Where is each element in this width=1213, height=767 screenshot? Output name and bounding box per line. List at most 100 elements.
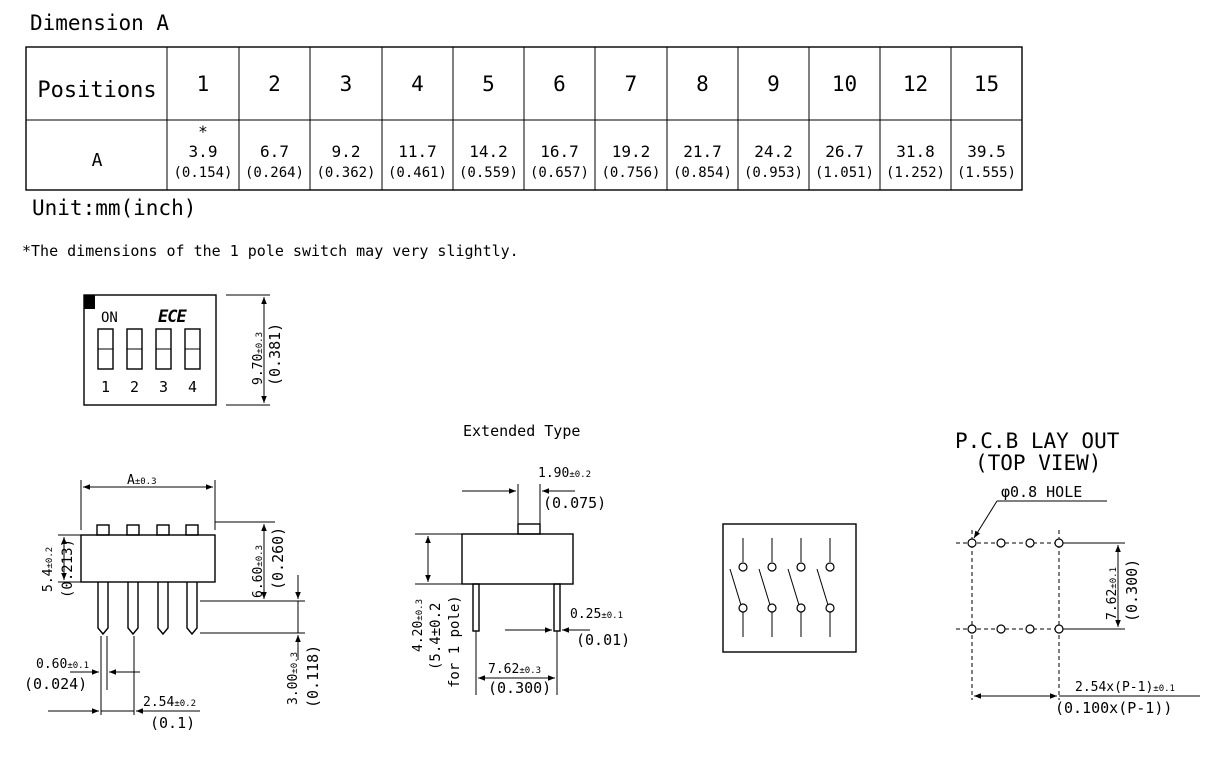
svg-text:6.60±0.3: 6.60±0.3: [251, 545, 266, 598]
position-header: 12: [903, 72, 928, 96]
dimension-mm: 31.8: [896, 142, 935, 161]
position-header: 15: [974, 72, 999, 96]
pcb-hole: [1025, 624, 1035, 634]
ext-row-inch: (0.300): [488, 679, 551, 697]
dimension-mm: 24.2: [754, 142, 793, 161]
pcb-subtitle: (TOP VIEW): [975, 451, 1101, 475]
side-pin-w-inch: (0.024): [24, 675, 87, 693]
ext-pin-t-inch: (0.01): [576, 631, 630, 649]
pcb-row-inch: (0.300): [1123, 559, 1141, 622]
pcb-hole: [996, 538, 1006, 548]
side-total-h-mm: 6.60: [251, 567, 266, 598]
dimension-inch: (0.854): [673, 165, 732, 181]
ext-pin-t-mm: 0.25: [570, 607, 601, 622]
pcb-title: P.C.B LAY OUT: [955, 429, 1120, 453]
pcb-hole: [1054, 538, 1064, 548]
pcb-hole-label: φ0.8 HOLE: [1001, 483, 1082, 501]
ext-height-mm: 4.20: [411, 621, 426, 652]
side-total-h-inch: (0.260): [269, 527, 287, 590]
dimension-inch: (1.555): [957, 165, 1016, 181]
side-pin-len-mm: 3.00: [286, 674, 301, 705]
svg-text:2.54x(P-1)±0.1: 2.54x(P-1)±0.1: [1075, 680, 1175, 695]
side-body-h-mm: 5.4: [41, 568, 56, 592]
side-pitch-inch: (0.1): [150, 714, 195, 732]
ext-row-mm: 7.62: [488, 662, 519, 677]
svg-text:7.62±0.1: 7.62±0.1: [1105, 567, 1120, 620]
position-header: 6: [553, 72, 566, 96]
ext-act-w-mm: 1.90: [538, 466, 569, 481]
pcb-pitch-inch: (0.100x(P-1)): [1055, 699, 1172, 717]
side-total-h-tol: ±0.3: [255, 545, 265, 567]
dimension-inch: (0.756): [601, 165, 660, 181]
top-height-tol: ±0.3: [255, 332, 265, 354]
ext-height-tol: ±0.3: [415, 599, 425, 621]
on-label: ON: [101, 310, 118, 326]
dimension-mm: 6.7: [260, 142, 289, 161]
svg-text:4.20±0.3: 4.20±0.3: [411, 599, 426, 652]
position-header: 9: [767, 72, 780, 96]
dimension-inch: (0.461): [388, 165, 447, 181]
position-header: 7: [625, 72, 638, 96]
row-label: A: [92, 150, 103, 171]
circuit-schematic: [722, 523, 857, 653]
pcb-row-tol: ±0.1: [1109, 567, 1119, 589]
side-body-h-inch: (0.213): [60, 539, 76, 598]
position-number: 4: [188, 378, 197, 396]
svg-text:7.62±0.3: 7.62±0.3: [488, 662, 541, 677]
pcb-hole: [1054, 624, 1064, 634]
dimension-inch: (1.051): [815, 165, 874, 181]
position-header: 4: [411, 72, 424, 96]
dimension-mm: 11.7: [398, 142, 437, 161]
ext-act-w-inch: (0.075): [543, 494, 606, 512]
svg-text:5.4±0.2: 5.4±0.2: [41, 547, 56, 592]
dimension-inch: (0.559): [459, 165, 518, 181]
position-header: 2: [268, 72, 281, 96]
pcb-pitch-tol: ±0.1: [1153, 684, 1175, 694]
svg-text:A±0.3: A±0.3: [127, 473, 157, 488]
dimension-inch: (0.154): [173, 165, 232, 181]
side-pin-len-inch: (0.118): [304, 645, 322, 708]
side-width-label: A: [127, 473, 135, 488]
svg-text:1.90±0.2: 1.90±0.2: [538, 466, 591, 481]
dimension-inch: (0.264): [245, 165, 304, 181]
ext-height-alt: (5.4±0.2: [428, 603, 444, 670]
ext-act-w-tol: ±0.2: [569, 470, 591, 480]
position-header: 3: [340, 72, 353, 96]
dimension-inch: (0.953): [744, 165, 803, 181]
extended-title: Extended Type: [463, 422, 580, 440]
pcb-row-mm: 7.62: [1105, 589, 1120, 620]
position-header: 10: [832, 72, 857, 96]
side-width-tol: ±0.3: [135, 477, 157, 487]
dimension-inch: (1.252): [886, 165, 945, 181]
table-caption: Dimension A: [30, 11, 169, 35]
ext-pin-t-tol: ±0.1: [601, 611, 623, 621]
pcb-hole: [967, 624, 977, 634]
pcb-hole: [967, 538, 977, 548]
svg-text:9.70±0.3: 9.70±0.3: [251, 332, 266, 385]
ext-row-tol: ±0.3: [519, 666, 541, 676]
dimension-mm: 26.7: [825, 142, 864, 161]
unit-label: Unit:mm(inch): [32, 196, 196, 220]
position-header: 5: [482, 72, 495, 96]
dimension-inch: (0.657): [530, 165, 589, 181]
pcb-pitch-label: 2.54x(P-1): [1075, 680, 1153, 695]
footnote-marker: *: [198, 122, 208, 141]
dimension-inch: (0.362): [316, 165, 375, 181]
footnote: *The dimensions of the 1 pole switch may…: [22, 242, 519, 260]
svg-text:0.60±0.1: 0.60±0.1: [36, 657, 89, 672]
svg-text:0.25±0.1: 0.25±0.1: [570, 607, 623, 622]
dimension-mm: 16.7: [540, 142, 579, 161]
position-number: 2: [130, 378, 139, 396]
side-view: A±0.3 5.4±0.2 (0.213) 6.60±0.3 (0.260) 3…: [24, 473, 322, 732]
position-number: 3: [159, 378, 168, 396]
svg-text:ECE: ECE: [158, 307, 187, 327]
position-header: 8: [696, 72, 709, 96]
side-pin-len-tol: ±0.3: [290, 652, 300, 674]
dimension-mm: 21.7: [683, 142, 722, 161]
ext-height-alt2: for 1 pole): [447, 595, 463, 688]
extended-type-view: Extended Type 1.90±0.2 (0.075) 4.20±0.3 …: [411, 422, 630, 697]
dimension-mm: 3.9: [189, 142, 218, 161]
top-height-mm: 9.70: [251, 354, 266, 385]
